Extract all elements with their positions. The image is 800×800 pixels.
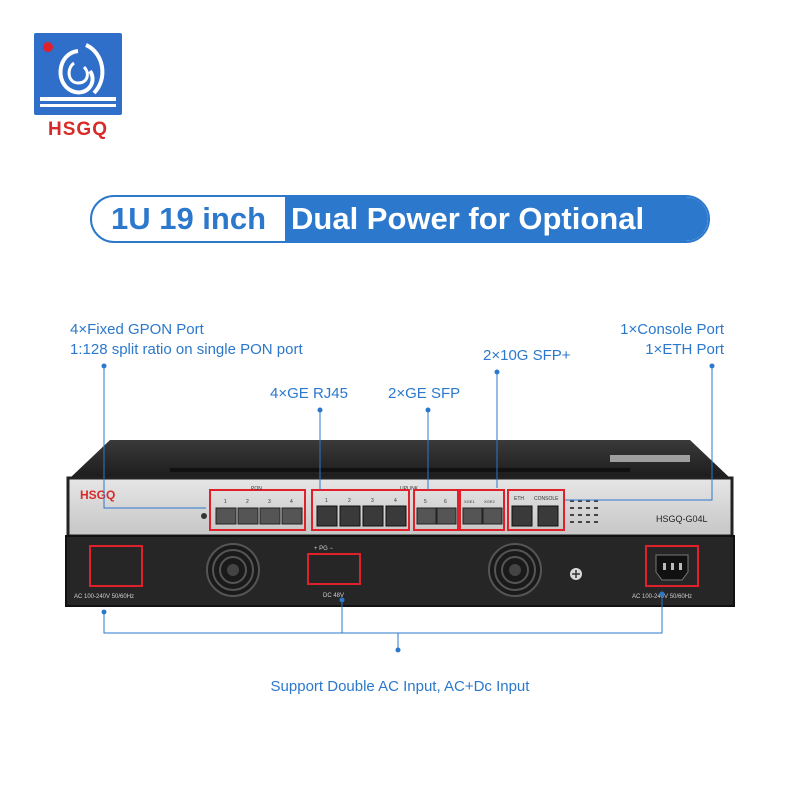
console-port[interactable] — [537, 505, 559, 527]
xge-sfp-ports: XGE1 XGE2 — [462, 499, 503, 525]
xge-sfp-highlight — [459, 489, 505, 531]
pon-port[interactable] — [215, 507, 237, 525]
rj45-port-number: 2 — [348, 498, 351, 504]
eth-port-label: ETH — [514, 496, 524, 502]
mgmt-highlight — [507, 489, 565, 531]
fan-right-icon — [488, 543, 542, 597]
reset-hole — [201, 513, 207, 519]
status-leds — [570, 500, 598, 523]
banner-left-text: 1U 19 inch — [110, 201, 267, 236]
rj45-ports: 1 2 3 4 — [316, 498, 407, 527]
bottom-caption: Support Double AC Input, AC+Dc Input — [270, 678, 530, 695]
gpon-callout-line2: 1:128 split ratio on single PON port — [70, 341, 303, 358]
console-callout-line: 1×Console Port — [620, 321, 724, 338]
ac-right-highlight — [645, 545, 699, 587]
xge-port-label: XGE2 — [484, 499, 495, 504]
pon-port[interactable] — [259, 507, 281, 525]
ge-sfp-ports: 5 6 — [416, 499, 457, 525]
fan-left-icon — [206, 543, 260, 597]
rj45-port[interactable] — [316, 505, 338, 527]
pon-port-number: 2 — [246, 499, 249, 505]
ge-sfp-port[interactable] — [416, 507, 437, 525]
ac-left-label: AC 100-240V 50/60Hz — [74, 594, 134, 600]
xge-sfp-port[interactable] — [462, 507, 483, 525]
pon-ports: 1 2 3 4 — [215, 499, 303, 525]
rj45-highlight — [311, 489, 410, 531]
dc-polarity-label: + PG − — [314, 546, 334, 552]
rj45-port[interactable] — [385, 505, 407, 527]
pon-port-number: 1 — [224, 499, 227, 505]
mgmt-ports: ETH CONSOLE — [511, 496, 559, 527]
leader-lines — [103, 366, 713, 650]
sfp-callout: 2×GE SFP — [388, 385, 461, 402]
rj45-port-number: 1 — [325, 498, 328, 504]
iec-power-socket-icon — [655, 554, 689, 581]
rj45-port-number: 3 — [371, 498, 374, 504]
ge-sfp-port[interactable] — [436, 507, 457, 525]
logo-brand-text: HSGQ — [48, 119, 108, 140]
hsgq-logo: HSGQ — [34, 33, 122, 145]
rear-unit: AC 100-240V 50/60Hz + PG − DC 48V — [65, 535, 735, 607]
pon-group-label: PON — [251, 486, 262, 492]
banner-right-text: Dual Power for Optional — [285, 197, 708, 241]
console-eth-callout: 1×Console Port 1×ETH Port — [560, 320, 724, 360]
pon-port[interactable] — [237, 507, 259, 525]
swirl-logo-icon — [40, 42, 116, 107]
pon-port[interactable] — [281, 507, 303, 525]
leader-dots — [101, 363, 715, 653]
ge-sfp-port-number: 5 — [424, 499, 427, 505]
rj45-callout: 4×GE RJ45 — [270, 385, 348, 402]
dc-input-label: DC 48V — [323, 593, 344, 599]
pon-highlight — [209, 489, 306, 531]
xge-port-label: XGE1 — [464, 499, 475, 504]
eth-callout-line: 1×ETH Port — [645, 341, 724, 358]
title-banner: 1U 19 inch Dual Power for Optional — [90, 195, 710, 243]
console-port-label: CONSOLE — [534, 496, 559, 502]
gpon-callout-line1: 4×Fixed GPON Port — [70, 321, 204, 338]
gpon-callout: 4×Fixed GPON Port 1:128 split ratio on s… — [70, 320, 303, 360]
sfp10g-callout: 2×10G SFP+ — [483, 347, 571, 364]
dc-input-highlight — [307, 553, 361, 585]
faceplate-model: HSGQ-G04L — [656, 514, 708, 524]
ac-left-highlight — [89, 545, 143, 587]
rj45-port[interactable] — [362, 505, 384, 527]
ge-sfp-highlight — [413, 489, 459, 531]
eth-port[interactable] — [511, 505, 533, 527]
pon-port-number: 3 — [268, 499, 271, 505]
faceplate-brand: HSGQ — [80, 488, 115, 502]
pon-port-number: 4 — [290, 499, 293, 505]
ground-screw-icon — [570, 568, 582, 580]
xge-sfp-port[interactable] — [482, 507, 503, 525]
front-unit-top — [70, 440, 730, 478]
front-faceplate: HSGQ HSGQ-G04L PON 1 2 3 4 UPLINK 1 2 3 — [66, 476, 734, 538]
rj45-port[interactable] — [339, 505, 361, 527]
ge-sfp-port-number: 6 — [444, 499, 447, 505]
logo-badge — [34, 33, 122, 115]
rj45-port-number: 4 — [394, 498, 397, 504]
